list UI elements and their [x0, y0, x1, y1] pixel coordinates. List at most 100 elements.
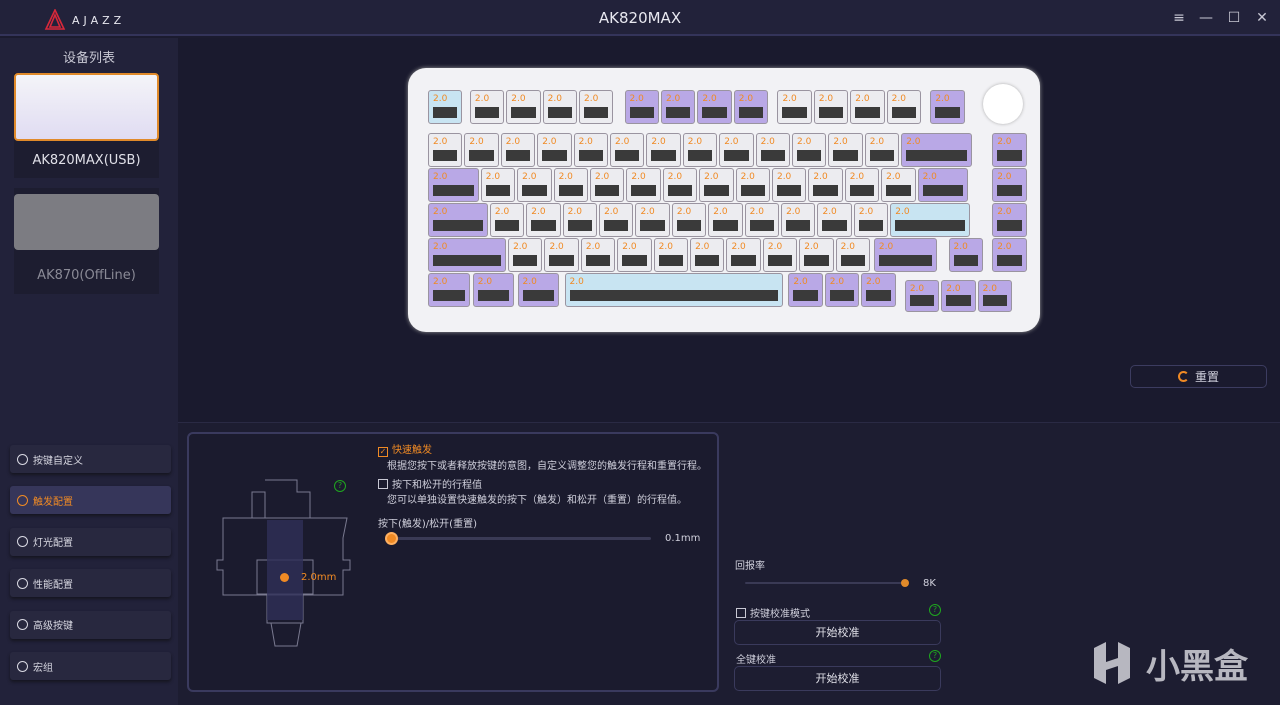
key-24[interactable]: 2.0 — [792, 133, 827, 167]
key-38[interactable]: 2.0 — [771, 168, 807, 202]
key-50[interactable]: 2.0 — [671, 203, 707, 237]
key-26[interactable]: 2.0 — [864, 133, 900, 167]
key-56[interactable]: 2.0 — [890, 203, 971, 237]
key-51[interactable]: 2.0 — [708, 203, 743, 237]
key-3[interactable]: 2.0 — [542, 90, 578, 124]
help-icon[interactable]: ? — [334, 480, 346, 492]
key-74[interactable]: 2.0 — [517, 273, 560, 307]
key-34[interactable]: 2.0 — [626, 168, 661, 202]
key-78[interactable]: 2.0 — [861, 273, 896, 307]
key-68[interactable]: 2.0 — [835, 238, 871, 272]
key-79[interactable]: 2.0 — [904, 280, 940, 312]
key-29[interactable]: 2.0 — [428, 168, 479, 202]
travel-slider-track[interactable] — [390, 537, 651, 540]
key-22[interactable]: 2.0 — [719, 133, 754, 167]
key-5[interactable]: 2.0 — [624, 90, 659, 124]
key-36[interactable]: 2.0 — [699, 168, 734, 202]
menu-icon[interactable]: ≡ — [1173, 10, 1185, 26]
key-30[interactable]: 2.0 — [480, 168, 516, 202]
key-67[interactable]: 2.0 — [799, 238, 834, 272]
key-25[interactable]: 2.0 — [828, 133, 863, 167]
key-65[interactable]: 2.0 — [726, 238, 761, 272]
key-75[interactable]: 2.0 — [564, 273, 783, 307]
device-card-ak870[interactable]: AK870(OffLine) — [14, 188, 159, 294]
key-10[interactable]: 2.0 — [813, 90, 849, 124]
key-46[interactable]: 2.0 — [526, 203, 561, 237]
key-80[interactable]: 2.0 — [941, 280, 976, 312]
nav-item-1[interactable]: 触发配置 — [10, 486, 171, 515]
key-61[interactable]: 2.0 — [580, 238, 616, 272]
key-58[interactable]: 2.0 — [428, 238, 507, 272]
polling-rate-thumb[interactable] — [901, 579, 909, 587]
key-20[interactable]: 2.0 — [646, 133, 681, 167]
polling-rate-slider[interactable] — [745, 582, 905, 584]
key-32[interactable]: 2.0 — [553, 168, 588, 202]
key-31[interactable]: 2.0 — [517, 168, 552, 202]
key-72[interactable]: 2.0 — [428, 273, 470, 307]
key-55[interactable]: 2.0 — [853, 203, 889, 237]
key-49[interactable]: 2.0 — [635, 203, 670, 237]
key-44[interactable]: 2.0 — [428, 203, 488, 237]
key-16[interactable]: 2.0 — [500, 133, 536, 167]
separate-travel-checkbox[interactable]: 按下和松开的行程值 — [378, 476, 482, 491]
help-icon[interactable]: ? — [929, 604, 941, 616]
key-42[interactable]: 2.0 — [917, 168, 969, 202]
key-13[interactable]: 2.0 — [930, 90, 965, 124]
key-37[interactable]: 2.0 — [735, 168, 770, 202]
start-calibration-button[interactable]: 开始校准 — [734, 620, 941, 645]
key-40[interactable]: 2.0 — [844, 168, 880, 202]
key-59[interactable]: 2.0 — [508, 238, 543, 272]
key-4[interactable]: 2.0 — [579, 90, 614, 124]
key-71[interactable]: 2.0 — [992, 238, 1027, 272]
key-39[interactable]: 2.0 — [808, 168, 843, 202]
rapid-trigger-checkbox[interactable]: ✓快速触发 — [378, 441, 432, 457]
key-35[interactable]: 2.0 — [662, 168, 698, 202]
key-6[interactable]: 2.0 — [660, 90, 696, 124]
nav-item-5[interactable]: 宏组 — [10, 652, 171, 680]
key-15[interactable]: 2.0 — [464, 133, 499, 167]
key-63[interactable]: 2.0 — [653, 238, 689, 272]
key-53[interactable]: 2.0 — [781, 203, 816, 237]
nav-item-0[interactable]: 按键自定义 — [10, 445, 171, 473]
nav-item-3[interactable]: 性能配置 — [10, 569, 171, 598]
maximize-icon[interactable]: ☐ — [1227, 10, 1241, 26]
key-18[interactable]: 2.0 — [573, 133, 608, 167]
nav-item-2[interactable]: 灯光配置 — [10, 527, 171, 556]
volume-knob[interactable] — [983, 84, 1023, 124]
start-all-calibration-button[interactable]: 开始校准 — [734, 666, 941, 691]
close-icon[interactable]: ✕ — [1256, 10, 1268, 26]
key-41[interactable]: 2.0 — [881, 168, 916, 202]
key-81[interactable]: 2.0 — [977, 280, 1013, 312]
nav-item-4[interactable]: 高级按键 — [10, 610, 171, 639]
key-17[interactable]: 2.0 — [537, 133, 572, 167]
key-52[interactable]: 2.0 — [744, 203, 780, 237]
key-2[interactable]: 2.0 — [506, 90, 541, 124]
key-60[interactable]: 2.0 — [544, 238, 579, 272]
key-33[interactable]: 2.0 — [589, 168, 625, 202]
key-77[interactable]: 2.0 — [824, 273, 860, 307]
travel-point[interactable] — [280, 573, 289, 582]
key-66[interactable]: 2.0 — [762, 238, 798, 272]
key-14[interactable]: 2.0 — [428, 133, 463, 167]
key-57[interactable]: 2.0 — [992, 203, 1027, 237]
travel-slider-thumb[interactable] — [385, 532, 398, 545]
key-48[interactable]: 2.0 — [599, 203, 634, 237]
key-76[interactable]: 2.0 — [788, 273, 823, 307]
key-54[interactable]: 2.0 — [817, 203, 852, 237]
key-12[interactable]: 2.0 — [886, 90, 922, 124]
key-62[interactable]: 2.0 — [617, 238, 652, 272]
key-23[interactable]: 2.0 — [755, 133, 790, 167]
key-73[interactable]: 2.0 — [472, 273, 515, 307]
key-0[interactable]: 2.0 — [428, 90, 463, 124]
reset-button[interactable]: 重置 — [1130, 365, 1267, 388]
key-21[interactable]: 2.0 — [682, 133, 718, 167]
key-19[interactable]: 2.0 — [610, 133, 645, 167]
device-card-ak820max[interactable]: AK820MAX(USB) — [14, 73, 159, 178]
key-8[interactable]: 2.0 — [733, 90, 769, 124]
key-69[interactable]: 2.0 — [873, 238, 938, 272]
key-70[interactable]: 2.0 — [948, 238, 983, 272]
key-27[interactable]: 2.0 — [901, 133, 972, 167]
key-7[interactable]: 2.0 — [697, 90, 732, 124]
key-64[interactable]: 2.0 — [690, 238, 725, 272]
key-1[interactable]: 2.0 — [469, 90, 505, 124]
